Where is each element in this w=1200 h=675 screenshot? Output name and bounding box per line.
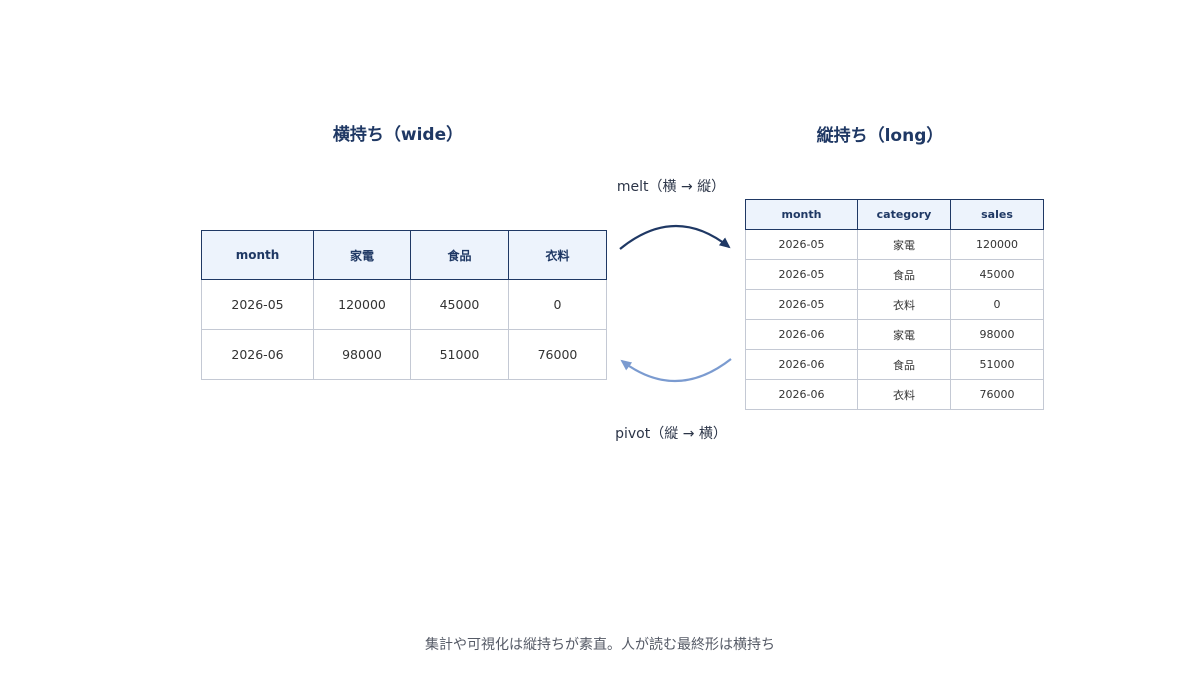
table-cell: 98000 [313, 329, 411, 380]
melt-arrow [619, 224, 731, 250]
table-cell: 2026-06 [745, 349, 858, 380]
table-cell: 2026-05 [745, 259, 858, 290]
table-cell: 2026-06 [745, 379, 858, 410]
table-cell: 51000 [950, 349, 1044, 380]
table-cell: 98000 [950, 319, 1044, 350]
long-header-category: category [857, 199, 951, 230]
footer-caption: 集計や可視化は縦持ちが素直。人が読む最終形は横持ち [425, 637, 775, 653]
table-cell: 2026-05 [745, 289, 858, 320]
table-cell: 家電 [857, 319, 951, 350]
wide-header-food: 食品 [410, 230, 509, 280]
wide-header-month: month [201, 230, 314, 280]
table-cell: 食品 [857, 259, 951, 290]
table-row: 2026-05 食品 45000 [745, 259, 1044, 290]
table-row: 2026-06 衣料 76000 [745, 379, 1044, 410]
table-cell: 衣料 [857, 289, 951, 320]
table-row: 2026-06 食品 51000 [745, 349, 1044, 380]
table-cell: 120000 [950, 229, 1044, 260]
table-cell: 衣料 [857, 379, 951, 410]
wide-table-title: 横持ち（wide） [332, 125, 464, 145]
long-header-sales: sales [950, 199, 1044, 230]
table-cell: 2026-05 [201, 279, 314, 330]
table-cell: 120000 [313, 279, 411, 330]
melt-label: melt（横 → 縦） [616, 179, 726, 195]
table-row: 2026-05 120000 45000 0 [201, 279, 607, 330]
long-table-title: 縦持ち（long） [816, 126, 944, 146]
pivot-arrow [620, 358, 732, 383]
long-header-row: month category sales [745, 199, 1044, 230]
wide-table: month 家電 食品 衣料 2026-05 120000 45000 0 20… [201, 230, 607, 380]
table-cell: 0 [950, 289, 1044, 320]
wide-header-clothing: 衣料 [508, 230, 607, 280]
table-cell: 76000 [950, 379, 1044, 410]
long-table: month category sales 2026-05 家電 120000 2… [745, 199, 1044, 410]
table-cell: 51000 [410, 329, 509, 380]
long-header-month: month [745, 199, 858, 230]
table-row: 2026-06 98000 51000 76000 [201, 329, 607, 380]
wide-header-row: month 家電 食品 衣料 [201, 230, 607, 280]
table-cell: 2026-06 [201, 329, 314, 380]
wide-header-appliances: 家電 [313, 230, 411, 280]
table-cell: 家電 [857, 229, 951, 260]
table-cell: 76000 [508, 329, 607, 380]
table-row: 2026-05 衣料 0 [745, 289, 1044, 320]
table-cell: 45000 [410, 279, 509, 330]
pivot-label: pivot（縦 → 横） [615, 426, 727, 442]
